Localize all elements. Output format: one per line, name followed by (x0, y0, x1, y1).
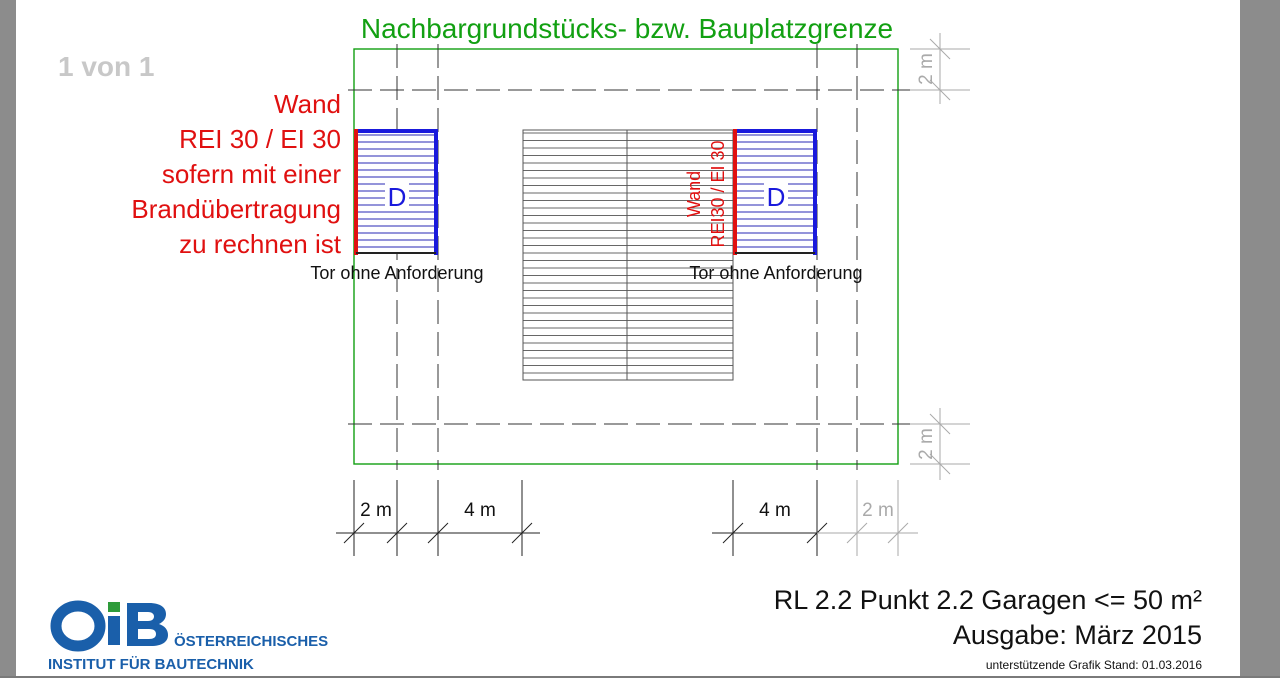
garage-right-letter: D (767, 182, 786, 212)
gate-label-right: Tor ohne Anforderung (689, 263, 862, 283)
garage-right: D (733, 129, 817, 255)
dim-v-tick-4 (929, 453, 951, 475)
right-wall-label-line1: Wand (684, 171, 704, 217)
logo-letter-i-dot (108, 602, 120, 612)
dim-tick-2 (386, 522, 408, 544)
dim-v-label-bottom: 2 m (916, 428, 937, 460)
logo-letter-i-stem (108, 616, 120, 645)
dim-v-tick-3 (929, 413, 951, 435)
footer-title: RL 2.2 Punkt 2.2 Garagen <= 50 m² (774, 585, 1202, 615)
right-wall-label-line2: REI30 / EI 30 (708, 140, 728, 247)
dim-tick-4 (511, 522, 533, 544)
dim-tick-7 (846, 522, 868, 544)
dim-v-tick-1 (929, 38, 951, 60)
oib-logo: ÖSTERREICHISCHES INSTITUT FÜR BAUTECHNIK (48, 600, 328, 673)
left-wall-label-line3: sofern mit einer (162, 159, 342, 189)
left-wall-label-line2: REI 30 / EI 30 (179, 124, 341, 154)
logo-line2: INSTITUT FÜR BAUTECHNIK (48, 656, 254, 673)
dim-tick-1 (343, 522, 365, 544)
dim-label-right-4m: 4 m (759, 500, 791, 521)
dim-v-tick-2 (929, 79, 951, 101)
dim-tick-5 (722, 522, 744, 544)
logo-line1: ÖSTERREICHISCHES (174, 633, 328, 650)
dim-label-left-4m: 4 m (464, 500, 496, 521)
property-boundary (353, 48, 899, 465)
logo-letter-o (50, 600, 106, 652)
garage-left: D (354, 129, 438, 255)
bottom-dimension-chain-grey (817, 480, 918, 556)
boundary-title: Nachbargrundstücks- bzw. Bauplatzgrenze (361, 13, 893, 44)
garage-right-label-bg (764, 181, 788, 211)
gate-label-left: Tor ohne Anforderung (310, 263, 483, 283)
garage-left-letter: D (388, 182, 407, 212)
right-wall-label: Wand REI30 / EI 30 (684, 140, 728, 247)
left-wall-label-line5: zu rechnen ist (179, 229, 342, 259)
central-building (522, 129, 734, 381)
viewer-bottom-edge (0, 676, 1280, 678)
dim-label-left-2m: 2 m (360, 500, 392, 521)
right-dimension-top (910, 33, 970, 104)
dim-v-label-top: 2 m (916, 53, 937, 85)
dim-label-right-2m: 2 m (862, 500, 894, 521)
setback-lines (348, 44, 910, 470)
left-wall-label: Wand REI 30 / EI 30 sofern mit einer Bra… (131, 89, 341, 259)
left-wall-label-line4: Brandübertragung (131, 194, 341, 224)
logo-letter-b (127, 603, 168, 646)
garage-left-label-bg (385, 181, 409, 211)
dim-tick-8 (887, 522, 909, 544)
right-dimension-bottom (910, 408, 970, 480)
footer-edition: Ausgabe: März 2015 (953, 620, 1202, 650)
footer-stand: unterstützende Grafik Stand: 01.03.2016 (986, 658, 1202, 672)
dim-tick-3 (427, 522, 449, 544)
page-indicator: 1 von 1 (58, 51, 154, 82)
left-wall-label-line1: Wand (274, 89, 341, 119)
